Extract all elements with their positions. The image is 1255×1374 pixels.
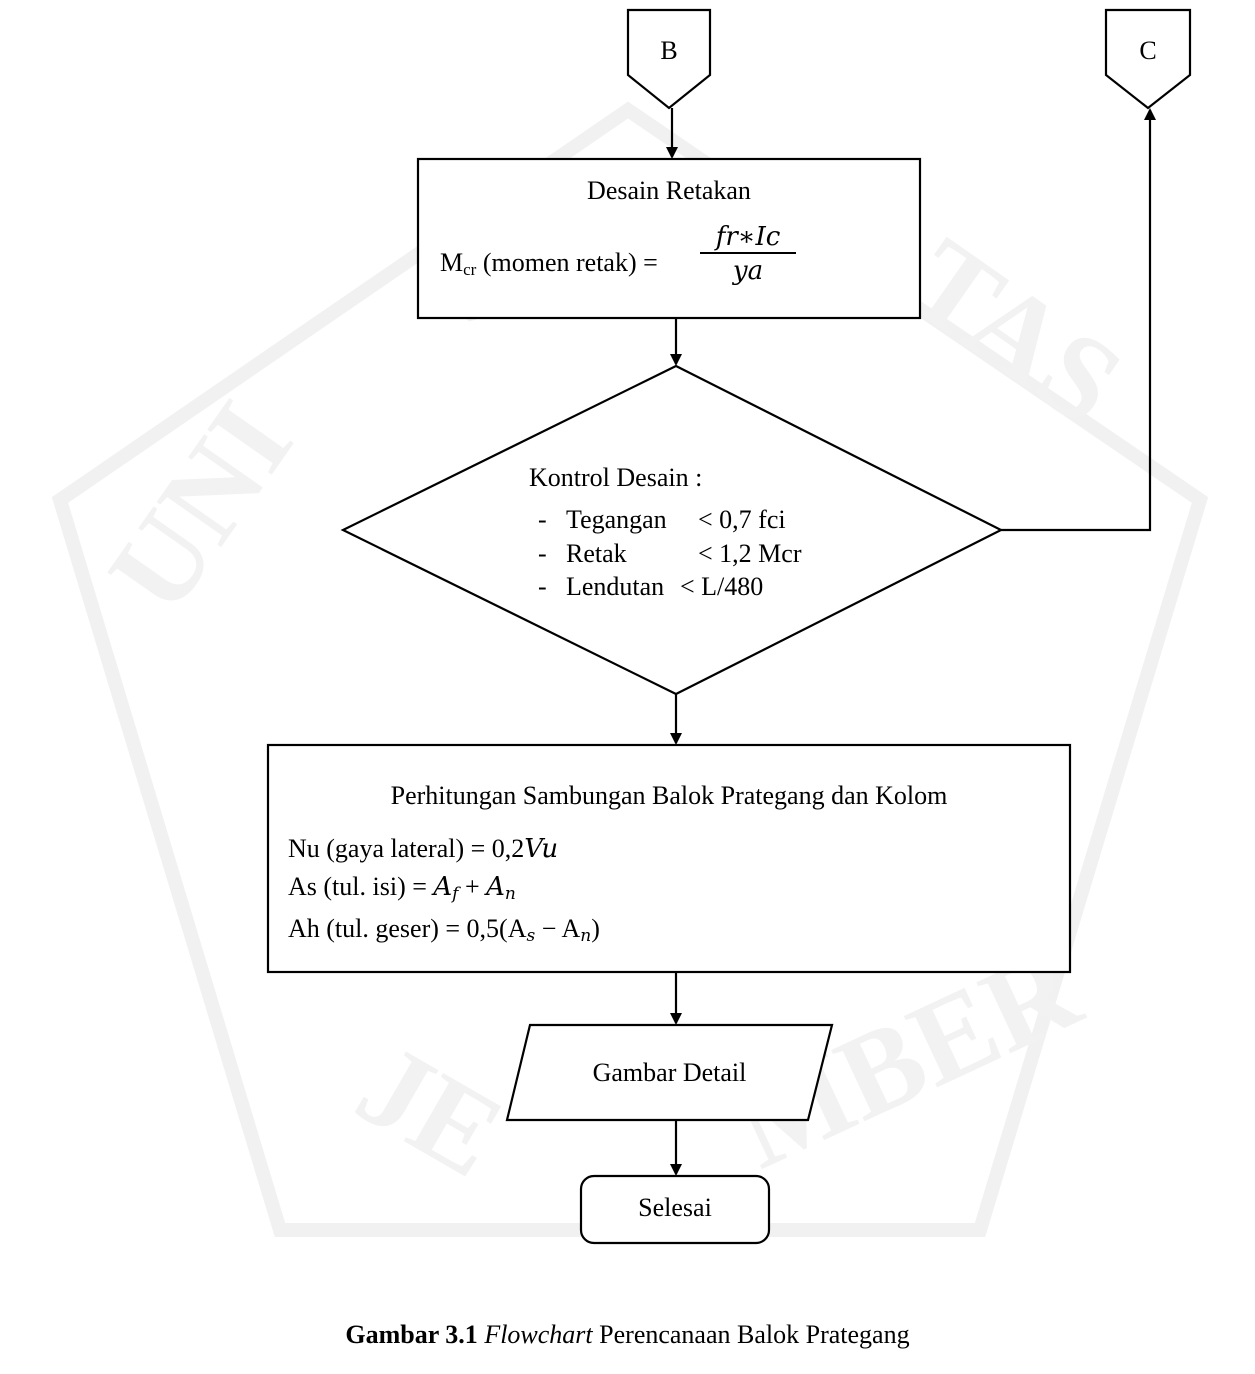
as-plus: + bbox=[458, 872, 487, 901]
control-title: Kontrol Desain : bbox=[529, 463, 703, 492]
nu-variable: Vu bbox=[524, 834, 559, 864]
detail-label: Gambar Detail bbox=[592, 1058, 747, 1087]
moment-subscript: cr bbox=[463, 260, 477, 279]
connection-calc-box bbox=[266, 743, 1072, 974]
crack-design-title: Desain Retakan bbox=[587, 176, 751, 205]
nu-formula: Nu (gaya lateral) = 0,2Vu bbox=[288, 834, 558, 864]
caption-number: Gambar 3.1 bbox=[345, 1320, 478, 1349]
caption-text: Perencanaan Balok Prategang bbox=[592, 1320, 910, 1349]
as-term-1: A bbox=[433, 872, 453, 902]
fraction-denominator: ya bbox=[732, 256, 764, 286]
ah-minus: − A bbox=[535, 914, 581, 943]
connector-b-shape bbox=[626, 8, 712, 110]
as-term-2: A bbox=[486, 872, 505, 902]
control-item-dash: - bbox=[538, 539, 547, 568]
connector-c-shape bbox=[1104, 8, 1192, 110]
control-item-dash: - bbox=[538, 572, 547, 601]
ah-subscript-s: s bbox=[526, 926, 536, 946]
crack-design-box bbox=[416, 157, 922, 320]
as-label: As (tul. isi) = bbox=[288, 872, 434, 901]
fraction-numerator: fr∗Ic bbox=[700, 222, 796, 254]
finish-label: Selesai bbox=[638, 1193, 712, 1222]
ah-close: ) bbox=[591, 914, 600, 943]
ah-label: Ah (tul. geser) = 0,5(A bbox=[288, 914, 527, 943]
moment-fraction: fr∗Ic ya bbox=[700, 222, 796, 288]
moment-description: (momen retak) = bbox=[476, 248, 658, 277]
ah-subscript-n: n bbox=[580, 926, 592, 946]
control-item-condition: < 0,7 fci bbox=[698, 505, 786, 534]
connector-b-label: B bbox=[660, 36, 678, 65]
control-item-condition: < 1,2 Mcr bbox=[698, 539, 802, 568]
control-item-name: Lendutan bbox=[566, 572, 665, 601]
arrow-control-to-c bbox=[1001, 108, 1156, 532]
control-item-name: Retak bbox=[566, 539, 627, 568]
control-item-dash: - bbox=[538, 505, 547, 534]
control-item-condition: < L/480 bbox=[680, 572, 764, 601]
detail-output-parallelogram bbox=[505, 1023, 834, 1122]
as-term-2-subscript: n bbox=[504, 884, 516, 904]
connector-c-label: C bbox=[1139, 36, 1157, 65]
crack-moment-formula: Mcr (momen retak) = bbox=[440, 248, 658, 285]
caption-italic: Flowchart bbox=[484, 1320, 593, 1349]
ah-formula: Ah (tul. geser) = 0,5(As − An) bbox=[288, 914, 600, 951]
control-item-name: Tegangan bbox=[566, 505, 667, 534]
figure-caption: Gambar 3.1 Flowchart Perencanaan Balok P… bbox=[0, 1320, 1255, 1350]
as-term-1-subscript: f bbox=[452, 884, 459, 904]
as-formula: As (tul. isi) = Af + An bbox=[288, 872, 516, 909]
control-decision-diamond bbox=[340, 364, 1004, 696]
finish-terminal bbox=[579, 1174, 771, 1245]
moment-symbol: M bbox=[440, 248, 464, 277]
nu-label: Nu (gaya lateral) = 0,2 bbox=[288, 834, 525, 863]
connection-title: Perhitungan Sambungan Balok Prategang da… bbox=[390, 781, 948, 810]
